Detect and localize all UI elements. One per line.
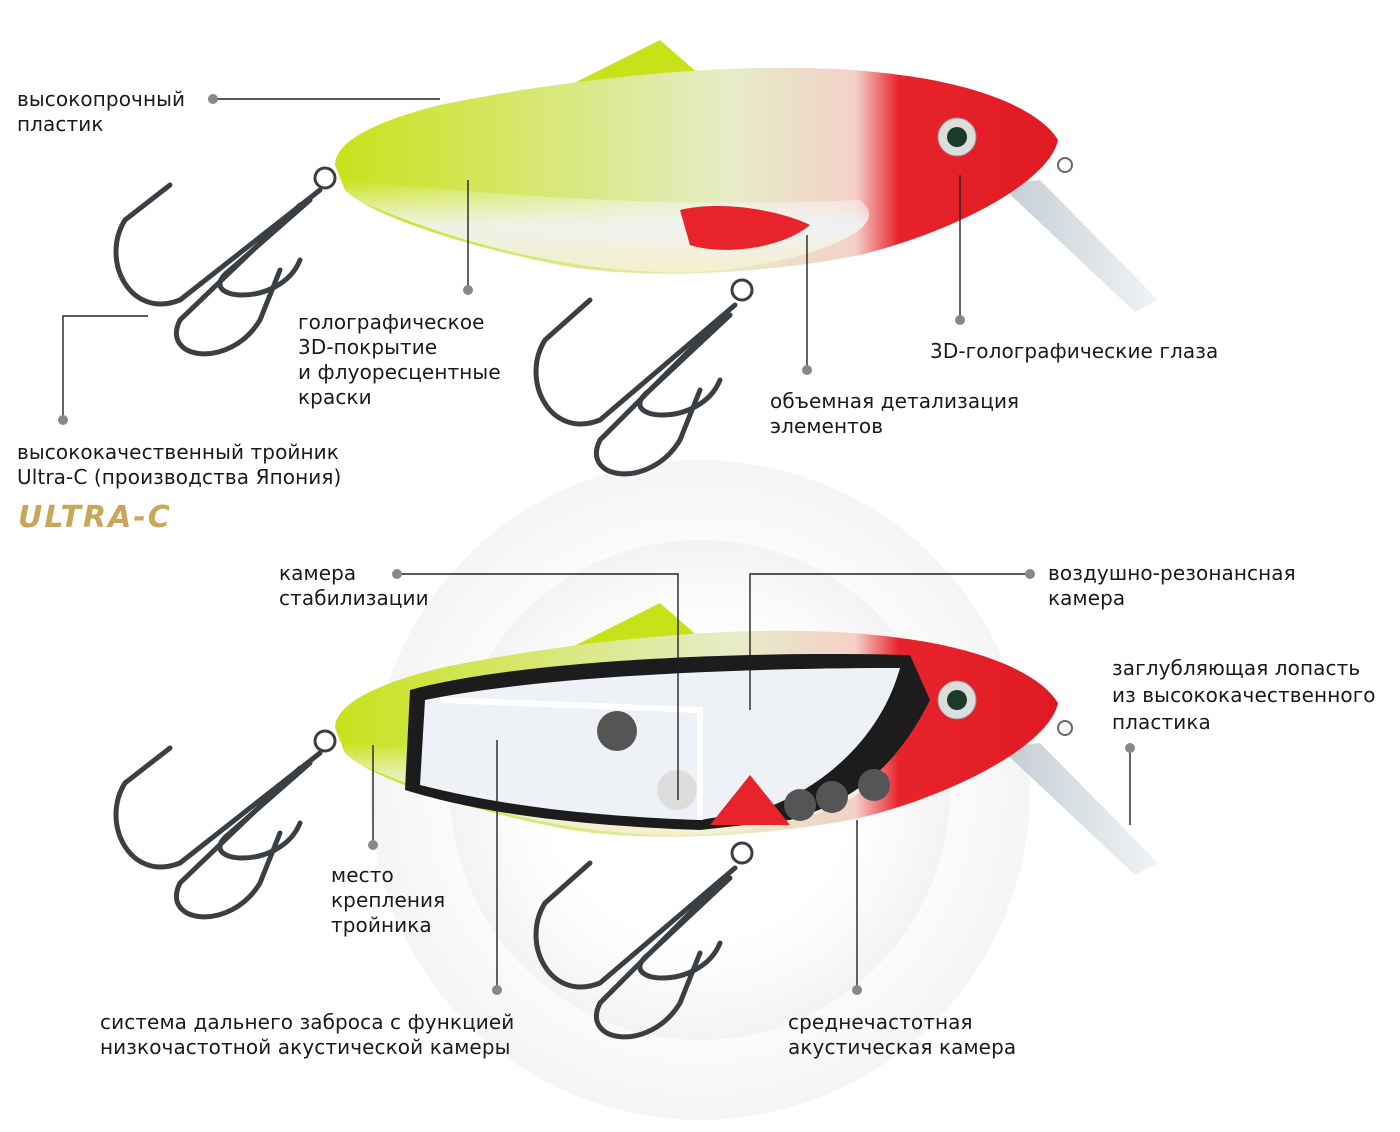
leader-dots	[58, 94, 1135, 995]
label-line: пластик	[17, 112, 104, 136]
label-line: 3D-покрытие	[298, 335, 438, 359]
label-casting-system: система дальнего заброса с функцией низк…	[100, 1010, 514, 1060]
label-line: крепления	[331, 888, 446, 912]
label-line: камера	[1048, 586, 1126, 610]
label-line: тройника	[331, 913, 432, 937]
label-line: заглубляющая лопасть	[1112, 656, 1361, 680]
label-line: стабилизации	[279, 586, 429, 610]
label-line: место	[331, 863, 394, 887]
label-hook-mount: место крепления тройника	[331, 863, 445, 938]
label-line: из высококачественного	[1112, 683, 1376, 707]
label-lip: заглубляющая лопасть из высококачественн…	[1112, 655, 1376, 736]
label-line: высококачественный тройник	[17, 440, 339, 464]
label-line: и флуоресцентные	[298, 360, 501, 384]
label-line: Ultra-C (производства Япония)	[17, 465, 342, 489]
label-line: элементов	[770, 414, 884, 438]
cutaway-chambers	[405, 654, 930, 830]
label-line: воздушно-резонансная	[1048, 561, 1296, 585]
label-detail: объемная детализация элементов	[770, 389, 1019, 439]
label-line: пластика	[1112, 710, 1211, 734]
label-line: краски	[298, 385, 372, 409]
label-line: высокопрочный	[17, 87, 186, 111]
label-line: система дальнего заброса с функцией	[100, 1010, 515, 1034]
label-line: низкочастотной акустической камеры	[100, 1035, 511, 1059]
label-line: 3D-голографические глаза	[930, 339, 1219, 363]
label-air-chamber: воздушно-резонансная камера	[1048, 561, 1296, 611]
label-holographic: голографическое 3D-покрытие и флуоресцен…	[298, 310, 501, 410]
label-mid-chamber: среднечастотная акустическая камера	[788, 1010, 1016, 1060]
label-line: голографическое	[298, 310, 485, 334]
label-eyes: 3D-голографические глаза	[930, 339, 1218, 364]
label-line: камера	[279, 561, 357, 585]
label-line: объемная детализация	[770, 389, 1020, 413]
label-plastic: высокопрочный пластик	[17, 87, 185, 137]
label-stabilization: камера стабилизации	[279, 561, 429, 611]
ultra-c-logo: ULTRA-C	[18, 500, 172, 535]
label-hook: высококачественный тройник Ultra-C (прои…	[17, 440, 341, 490]
label-line: среднечастотная	[788, 1010, 973, 1034]
label-line: акустическая камера	[788, 1035, 1017, 1059]
leader-lines	[62, 98, 1131, 990]
